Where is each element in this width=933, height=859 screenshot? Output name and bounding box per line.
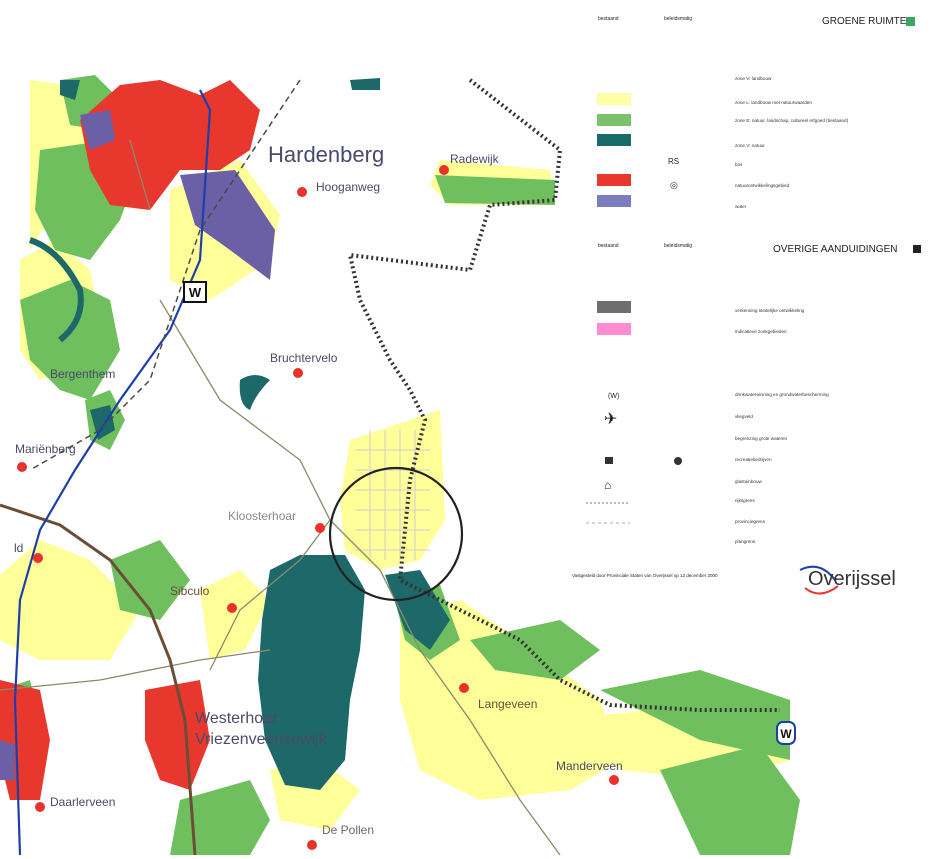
legend-groene-rows: zone V: landbouw zone L: landbouw met na…	[735, 76, 849, 209]
svg-text:zone L: landbouw met natuurwaa: zone L: landbouw met natuurwaarden	[735, 100, 812, 105]
legend: bestaand beleidsmatig GROENE RUIMTE RS ◎…	[572, 16, 921, 595]
svg-text:glastuinbouw: glastuinbouw	[735, 479, 762, 484]
legend-footnote: Vastgesteld door Provinciale Staten van …	[572, 573, 718, 578]
swatch-water	[597, 195, 631, 207]
svg-text:bos: bos	[735, 162, 743, 167]
airplane-icon: ✈	[604, 411, 617, 428]
label-sibculo: Sibculo	[170, 584, 210, 598]
svg-text:zone V: natuur: zone V: natuur	[735, 143, 765, 148]
svg-text:zone V: landbouw: zone V: landbouw	[735, 76, 772, 81]
label-hooganweg: Hooganweg	[316, 180, 380, 194]
greenhouse-icon: ⌂	[604, 478, 611, 492]
recreation-icon	[605, 457, 613, 464]
legend-col-header-1: bestaand	[598, 16, 619, 22]
svg-text:rijksgrens: rijksgrens	[735, 498, 755, 503]
label-de-pollen: De Pollen	[322, 823, 374, 837]
legend-col-header-4: beleidsmatig	[664, 243, 692, 249]
label-westerhoar: Westerhoar	[195, 710, 278, 727]
label-manderveen: Manderveen	[556, 759, 623, 773]
label-bergenthem: Bergenthem	[50, 367, 115, 381]
svg-text:verkenning stedelijke ontwikke: verkenning stedelijke ontwikkeling	[735, 308, 805, 313]
swatch-zone-e	[597, 114, 631, 126]
svg-text:W: W	[189, 285, 202, 300]
legend-symbol-w: (W)	[608, 393, 619, 400]
highlight-circle	[328, 466, 464, 602]
legend-col-header-2: beleidsmatig	[664, 16, 692, 22]
teal-streams	[28, 237, 84, 343]
svg-text:provinciegrens: provinciegrens	[735, 519, 766, 524]
svg-text:indicatieve zoekgebieden: indicatieve zoekgebieden	[735, 329, 787, 334]
svg-text:vliegveld: vliegveld	[735, 414, 753, 419]
logo-text: Overijssel	[808, 568, 896, 590]
roads	[0, 139, 561, 856]
label-hardenberg: Hardenberg	[268, 142, 384, 167]
legend-title-groene-ruimte: GROENE RUIMTE	[822, 16, 907, 27]
svg-text:natuurontwikkelingsgebied: natuurontwikkelingsgebied	[735, 183, 790, 188]
label-ld: ld	[14, 541, 23, 555]
recreation-icon-2	[674, 457, 682, 465]
legend-green-square	[906, 17, 915, 26]
svg-text:recreatiebedrijven: recreatiebedrijven	[735, 457, 772, 462]
label-vriezenveensewijk: Vriezenveensewijk	[195, 731, 328, 748]
label-radewijk: Radewijk	[450, 152, 500, 166]
indicative-search-area	[355, 430, 430, 560]
legend-symbol-rs: RS	[668, 157, 679, 166]
label-langeveen: Langeveen	[478, 697, 537, 711]
dashed-road	[29, 79, 301, 471]
legend-overige-rows: verkenning stedelijke ontwikkeling indic…	[735, 308, 829, 544]
overijssel-logo: Overijssel	[799, 565, 896, 595]
w-marker-right: W	[776, 721, 796, 745]
legend-symbol-dl: ◎	[670, 180, 678, 190]
label-daarlerveen: Daarlerveen	[50, 795, 115, 809]
swatch-zone-l	[597, 93, 631, 105]
place-dots	[17, 165, 619, 850]
border-line	[347, 78, 780, 712]
svg-text:drinkwaterwinning en grondwate: drinkwaterwinning en grondwaterbeschermi…	[735, 392, 829, 397]
map-area: W W Hardenberg Hooganweg Radewijk Brucht…	[0, 75, 800, 856]
svg-text:begrenzing grote wateren: begrenzing grote wateren	[735, 436, 788, 441]
legend-black-square	[913, 245, 921, 253]
swatch-indicatief	[597, 323, 631, 335]
svg-text:plangrens: plangrens	[735, 539, 756, 544]
canal	[13, 89, 212, 856]
label-kloosterhoar: Kloosterhoar	[228, 509, 296, 523]
svg-text:water: water	[735, 204, 747, 209]
label-marienberg: Mariënberg	[15, 442, 76, 456]
w-marker-top: W	[183, 281, 207, 303]
swatch-verkenning	[597, 301, 631, 313]
swatch-bos	[597, 174, 631, 186]
svg-text:zone E: natuur, landschap, cul: zone E: natuur, landschap, cultureel erf…	[735, 118, 849, 123]
label-bruchtervelo: Bruchtervelo	[270, 351, 338, 365]
swatch-natuur	[597, 134, 631, 146]
svg-text:W: W	[780, 727, 792, 741]
railway	[0, 503, 197, 856]
legend-col-header-3: bestaand	[598, 243, 619, 249]
natuur-areas	[60, 78, 450, 790]
legend-title-overige: OVERIGE AANDUIDINGEN	[773, 244, 897, 255]
